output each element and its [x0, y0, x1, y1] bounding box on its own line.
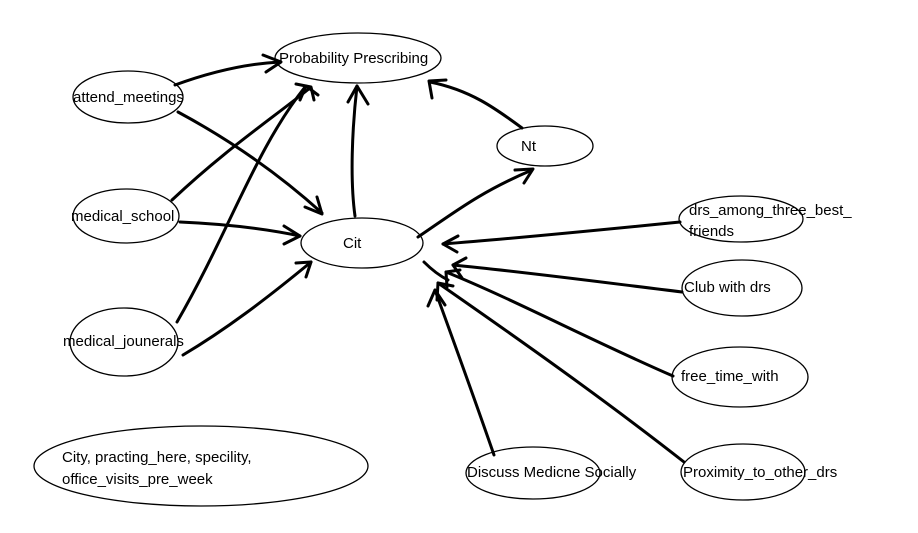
label-city-line2: office_visits_pre_week [62, 471, 213, 488]
arrowhead-jounerals-to-probability [298, 84, 320, 102]
node-probability-prescribing [274, 32, 442, 84]
arrowhead-club-to-cit [451, 256, 468, 280]
label-probability-prescribing: Probability Prescribing [279, 50, 428, 67]
arrowhead-cit-to-probability [346, 84, 370, 106]
label-city-line1: City, practing_here, specility, [62, 449, 252, 466]
arrow-attend-to-cit [176, 110, 324, 215]
node-nt [496, 125, 594, 167]
label-club-with-drs: Club with drs [684, 279, 771, 296]
arrowhead-jounerals-to-cit [294, 260, 313, 279]
label-cit: Cit [343, 235, 362, 252]
arrow-cit-to-probability [350, 84, 359, 218]
label-nt: Nt [521, 138, 537, 155]
arrowhead-cit-to-nt [513, 167, 535, 185]
arrowhead-school-to-probability [294, 82, 316, 102]
arrowhead-freetime-to-cit [444, 268, 462, 289]
arrow-cluster-stroke [422, 260, 450, 282]
arrow-friends-to-cit [441, 220, 682, 246]
node-cit [300, 217, 424, 269]
arrow-discuss-to-cit [433, 288, 496, 457]
node-medical-jounerals [69, 307, 179, 377]
label-drs-among-line2: friends [689, 223, 734, 240]
node-city-practing-specility [33, 425, 369, 507]
arrowhead-school-to-cit [282, 224, 302, 246]
arrow-nt-to-probability [428, 80, 524, 130]
arrow-school-to-probability [170, 86, 312, 202]
arrow-jounerals-to-cit [181, 260, 313, 357]
label-attend-meetings: attend_meetings [73, 89, 184, 106]
arrow-school-to-cit [178, 220, 302, 238]
arrow-attend-to-probability [173, 60, 282, 87]
node-proximity-to-other-drs [680, 443, 806, 501]
node-drs-among-three-best-friends [678, 195, 804, 243]
arrow-proximity-to-cit [436, 281, 686, 464]
arrowhead-friends-to-cit [441, 234, 460, 254]
label-proximity: Proximity_to_other_drs [683, 464, 837, 481]
label-medical-jounerals: medical_jounerals [63, 333, 184, 350]
node-medical-school [72, 188, 180, 244]
label-free-time-with: free_time_with [681, 368, 779, 385]
arrow-cit-to-nt [416, 168, 534, 239]
node-club-with-drs [681, 259, 803, 317]
label-drs-among-line1: drs_among_three_best_ [689, 202, 852, 219]
arrowhead-attend-to-cit [303, 195, 324, 216]
arrow-freetime-to-cit [444, 270, 675, 378]
arrow-club-to-cit [451, 263, 684, 294]
arrowhead-discuss-to-cit [426, 288, 447, 308]
node-attend-meetings [72, 70, 184, 124]
label-discuss-medicne: Discuss Medicne Socially [467, 464, 637, 481]
arrowhead-nt-to-probability [427, 78, 448, 100]
node-discuss-medicne-socially [465, 446, 601, 500]
arrowhead-attend-to-probability [261, 53, 283, 74]
label-medical-school: medical_school [71, 208, 174, 225]
arrow-jounerals-to-probability [175, 85, 307, 324]
